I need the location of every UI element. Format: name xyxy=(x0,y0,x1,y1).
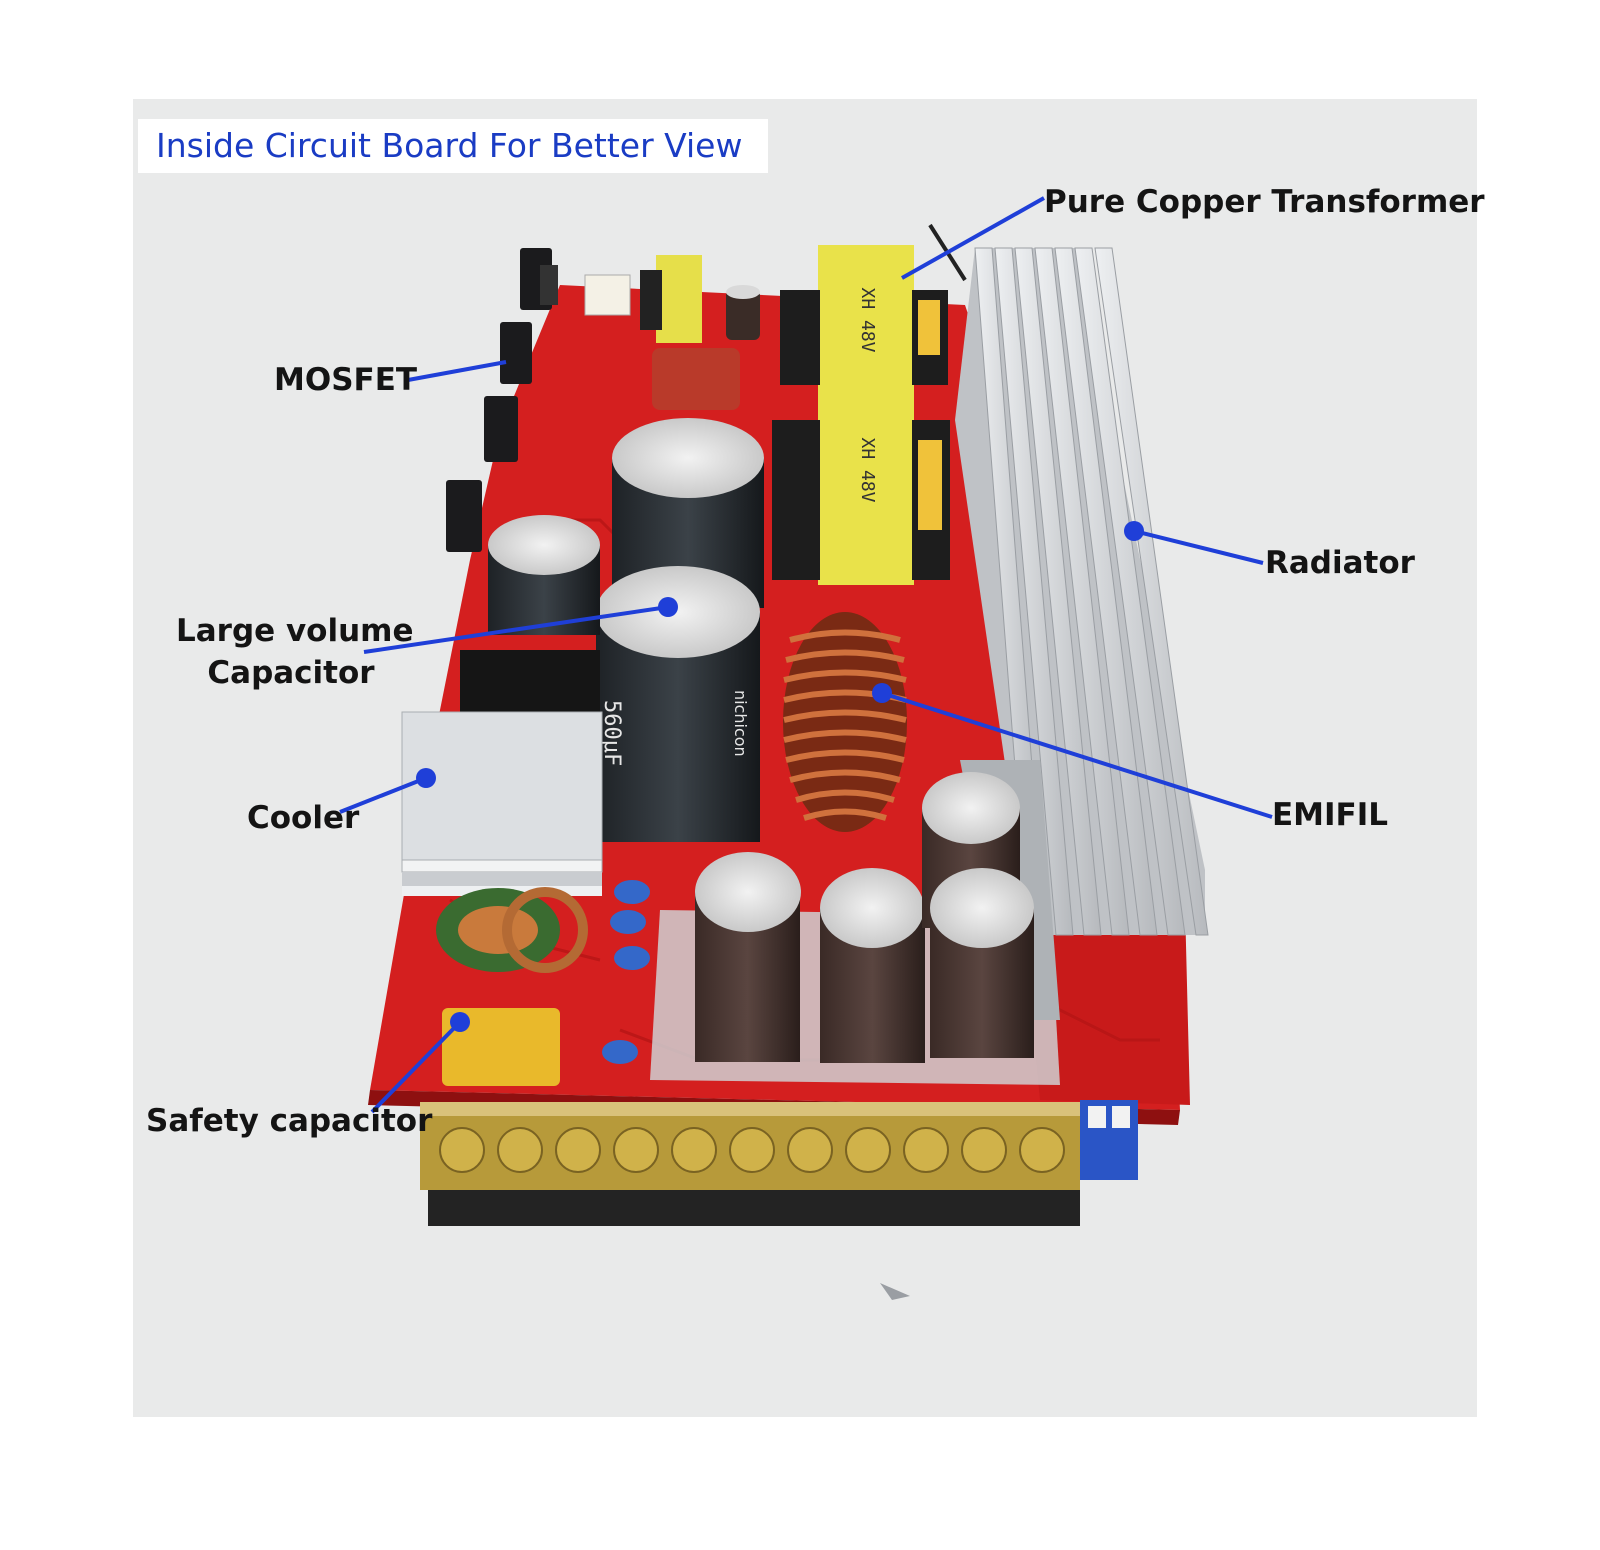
label-large-volume-line2: Capacitor xyxy=(207,655,375,691)
label-cooler: Cooler xyxy=(247,800,360,836)
label-large-volume-capacitor: Large volume Capacitor xyxy=(176,610,414,694)
heatsink xyxy=(955,247,1209,1020)
page-title: Inside Circuit Board For Better View xyxy=(138,119,768,173)
cooler xyxy=(401,711,603,896)
terminal-block xyxy=(420,1100,1138,1226)
transformer-group: XH 48V XH 48V xyxy=(772,245,950,585)
pointer-lines xyxy=(339,196,1273,1114)
svg-text:560μF: 560μF xyxy=(599,700,624,766)
label-safety-capacitor: Safety capacitor xyxy=(146,1103,433,1139)
label-mosfet: MOSFET xyxy=(274,362,418,398)
emi-coil xyxy=(783,612,907,832)
label-large-volume-line1: Large volume xyxy=(176,613,414,649)
svg-text:XH 48V: XH 48V xyxy=(857,437,878,502)
brown-capacitors xyxy=(695,772,1034,1063)
svg-text:nichicon: nichicon xyxy=(731,690,750,757)
safety-capacitor-block xyxy=(442,1008,560,1086)
filter-coil xyxy=(436,887,588,973)
label-radiator: Radiator xyxy=(1265,545,1415,581)
mosfet-row xyxy=(446,248,558,552)
label-pure-copper-transformer: Pure Copper Transformer xyxy=(1044,184,1485,220)
svg-text:XH 48V: XH 48V xyxy=(857,287,878,352)
label-emifil: EMIFIL xyxy=(1272,797,1389,833)
